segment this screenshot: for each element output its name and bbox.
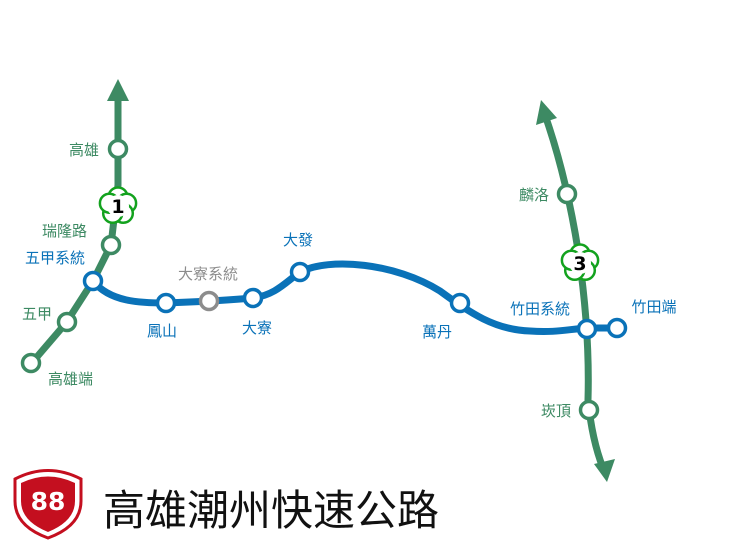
station-daliao-jct-marker [198, 290, 220, 312]
station-fengshan-marker [155, 292, 177, 314]
freeway-1-shield: 1 [98, 186, 138, 225]
freeway-3-shield: 3 [560, 243, 600, 282]
map-title: 高雄潮州快速公路 [103, 486, 439, 535]
station-kanding-label: 崁頂 [541, 402, 571, 420]
station-kaohsiung-label: 高雄 [69, 141, 99, 159]
station-zhutian-end-marker [606, 317, 628, 339]
station-wujia-jct-label: 五甲系統 [25, 249, 85, 267]
station-dafa-marker [289, 261, 311, 283]
station-wujia-marker [56, 311, 78, 333]
station-zhutian-end-label: 竹田端 [631, 298, 676, 316]
north-arrow-icon [107, 79, 129, 101]
freeway-1-line [26, 79, 129, 369]
station-kaohsiung-end-label: 高雄端 [48, 370, 93, 388]
station-linluo-label: 麟洛 [519, 186, 549, 204]
station-wujia-jct-marker [82, 270, 104, 292]
station-zhutian-jct-marker [576, 318, 598, 340]
station-daliao-label: 大寮 [242, 319, 272, 337]
station-linluo-marker [556, 183, 578, 205]
station-daliao-marker [242, 287, 264, 309]
station-wandan-marker [449, 292, 471, 314]
freeway-1-number: 1 [111, 196, 124, 218]
station-wandan-label: 萬丹 [422, 323, 452, 341]
station-wujia-label: 五甲 [22, 305, 52, 323]
freeway-3-number: 3 [573, 253, 586, 275]
north-arrow-icon [536, 100, 557, 125]
station-fengshan-label: 鳳山 [147, 322, 177, 340]
freeway-3-line [536, 100, 615, 482]
highway-88-number: 88 [31, 487, 66, 516]
station-kaohsiung-marker [107, 138, 129, 160]
station-dafa-label: 大發 [283, 231, 313, 249]
station-daliao-jct-label: 大寮系統 [178, 265, 238, 283]
station-ruilong-rd-label: 瑞隆路 [42, 222, 87, 240]
station-kaohsiung-end-marker [20, 352, 42, 374]
station-kanding-marker [578, 399, 600, 421]
station-ruilong-rd-marker [100, 234, 122, 256]
station-zhutian-jct-label: 竹田系統 [510, 300, 570, 318]
south-arrow-icon [594, 459, 615, 482]
highway-88-shield: 88 [13, 469, 83, 540]
